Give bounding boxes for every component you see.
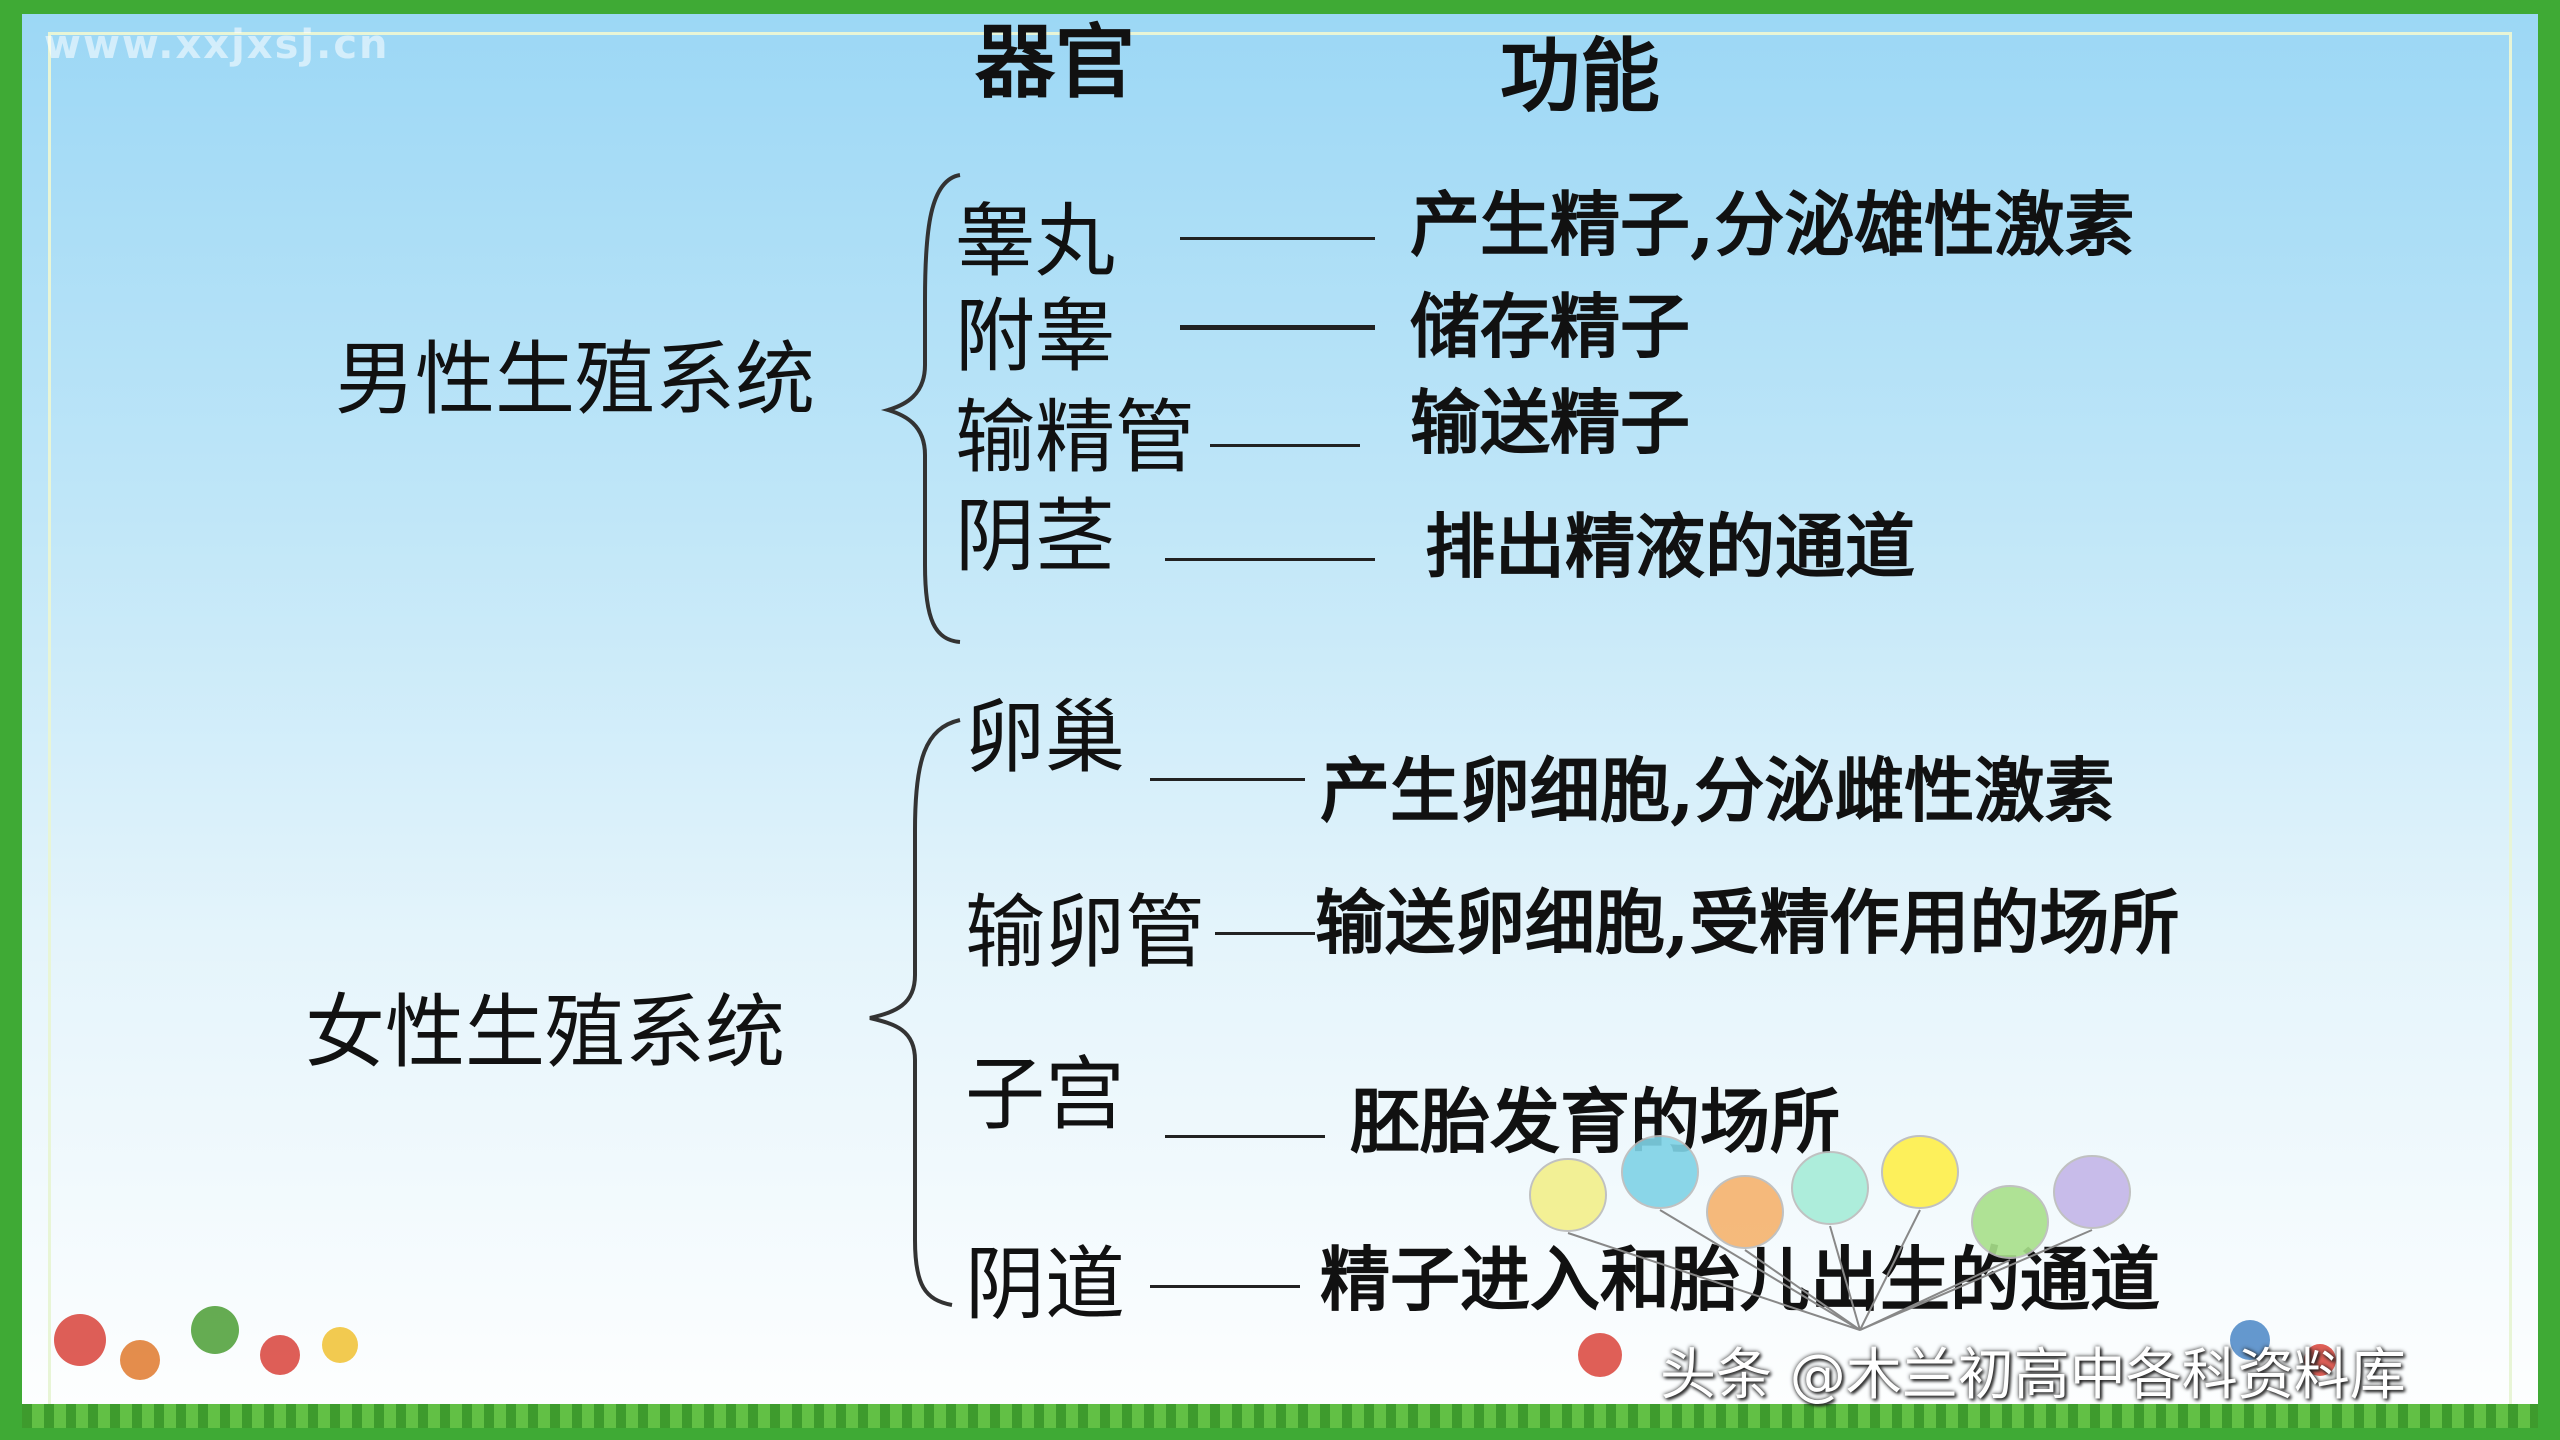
balloon	[1529, 1158, 1607, 1232]
function-uterus: 胚胎发育的场所	[1350, 1080, 1840, 1163]
header-function: 功能	[1500, 29, 1660, 123]
organ-fallopian-tube: 输卵管	[965, 886, 1205, 979]
function-epididymis: 储存精子	[1410, 285, 1690, 368]
connector-line	[1180, 237, 1375, 240]
function-fallopian-tube: 输送卵细胞,受精作用的场所	[1315, 881, 2180, 964]
connector-line	[1180, 325, 1375, 330]
organ-ovary: 卵巢	[965, 691, 1125, 784]
connector-line	[1210, 444, 1360, 447]
balloon	[1971, 1185, 2049, 1259]
organ-vagina: 阴道	[965, 1238, 1125, 1331]
function-ovary: 产生卵细胞,分泌雌性激素	[1320, 749, 2115, 832]
credit-watermark: 头条 @木兰初高中各科资料库	[1660, 1343, 2406, 1408]
header-organ: 器官	[975, 15, 1135, 109]
connector-line	[1165, 558, 1375, 561]
organ-vas-deferens: 输精管	[955, 391, 1195, 484]
balloon	[2053, 1155, 2131, 1229]
balloon-string	[1744, 1249, 1861, 1331]
function-penis: 排出精液的通道	[1425, 505, 1915, 588]
organ-uterus: 子宫	[965, 1048, 1125, 1141]
balloon-string	[1567, 1232, 1861, 1331]
male-brace	[880, 173, 961, 644]
organ-penis: 阴茎	[955, 490, 1115, 583]
balloon-string	[1659, 1209, 1861, 1331]
connector-line	[1215, 932, 1315, 935]
balloon-string	[1829, 1225, 1861, 1331]
connector-line	[1150, 1285, 1300, 1288]
male-system-label: 男性生殖系统	[335, 333, 815, 426]
female-brace	[869, 718, 961, 1307]
connector-line	[1165, 1135, 1325, 1138]
organ-epididymis: 附睾	[955, 290, 1115, 383]
balloon	[1706, 1175, 1784, 1249]
balloon-string	[1859, 1229, 2093, 1331]
balloon	[1621, 1135, 1699, 1209]
balloon-string	[1859, 1209, 1921, 1331]
balloon	[1791, 1151, 1869, 1225]
watermark: www.xxjxsj.cn	[44, 22, 390, 68]
function-testis: 产生精子,分泌雄性激素	[1410, 183, 2135, 266]
female-system-label: 女性生殖系统	[305, 986, 785, 1079]
function-vas-deferens: 输送精子	[1410, 381, 1690, 464]
balloon	[1881, 1135, 1959, 1209]
connector-line	[1150, 778, 1305, 781]
organ-testis: 睾丸	[955, 195, 1115, 288]
grass-strip	[22, 1404, 2538, 1428]
